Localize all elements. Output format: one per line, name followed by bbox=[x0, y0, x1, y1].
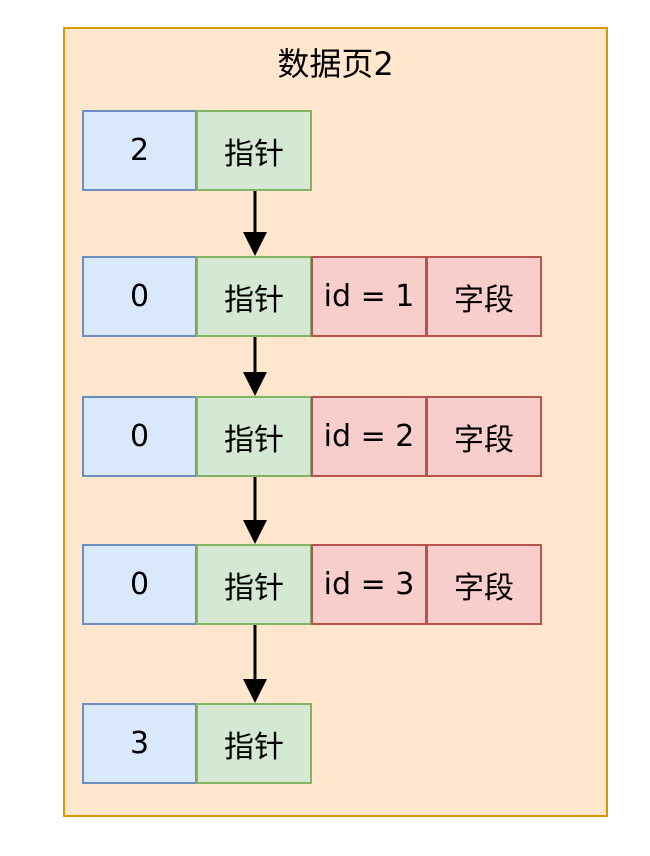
arrow-2-to-3 bbox=[243, 477, 267, 544]
arrow-1-to-2 bbox=[243, 337, 267, 396]
arrow-0-to-1 bbox=[243, 191, 267, 256]
record-4-pointer: 指针 bbox=[196, 703, 312, 784]
record-1-field: 字段 bbox=[426, 256, 542, 337]
record-0-pointer: 指针 bbox=[196, 110, 312, 191]
record-3-id: id = 3 bbox=[311, 544, 427, 625]
record-2-field: 字段 bbox=[426, 396, 542, 477]
record-1-num: 0 bbox=[82, 256, 197, 337]
record-3-num: 0 bbox=[82, 544, 197, 625]
record-4-num: 3 bbox=[82, 703, 197, 784]
record-3-field: 字段 bbox=[426, 544, 542, 625]
record-2-id: id = 2 bbox=[311, 396, 427, 477]
page-title: 数据页2 bbox=[277, 45, 394, 83]
record-2-pointer: 指针 bbox=[196, 396, 312, 477]
record-1-id: id = 1 bbox=[311, 256, 427, 337]
record-3-pointer: 指针 bbox=[196, 544, 312, 625]
arrow-3-to-4 bbox=[243, 625, 267, 703]
record-0-num: 2 bbox=[82, 110, 197, 191]
